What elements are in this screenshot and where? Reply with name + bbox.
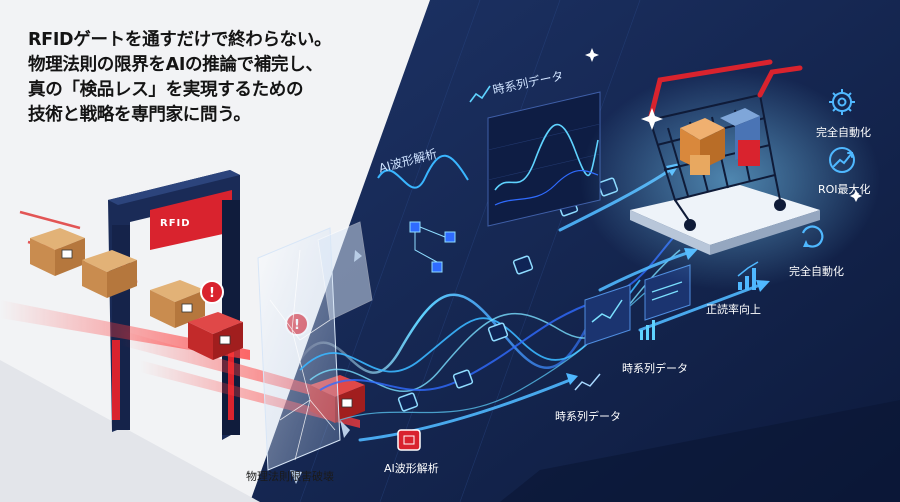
shopping-cart-icon xyxy=(647,59,803,231)
red-chip xyxy=(397,429,421,451)
shattering-glass-panel xyxy=(257,221,373,484)
alert-icon: ! xyxy=(200,280,224,304)
cycle-icon xyxy=(801,225,824,248)
sparkle-icon xyxy=(585,48,862,202)
gear-icon xyxy=(829,89,855,115)
growth-arrow-icon xyxy=(829,147,855,173)
bar-chart-icon xyxy=(737,261,759,290)
label-full-automation-1: 完全自動化 xyxy=(816,126,871,139)
headline-line: RFIDゲートを通すだけで終わらない。 xyxy=(28,30,332,50)
label-ai-waveform-bottom: AI波形解析 xyxy=(384,462,439,475)
gate-label: RFID xyxy=(160,218,191,229)
label-timeseries-mid: 時系列データ xyxy=(622,362,688,375)
headline-line: 技術と戦略を専門家に問う。 xyxy=(28,105,251,125)
label-read-rate-up: 正読率向上 xyxy=(706,303,761,316)
line-chart-icon xyxy=(469,85,491,103)
ai-waveform-panel xyxy=(377,154,469,273)
growth-arrow-icon xyxy=(574,373,601,391)
label-physics-break: 物理法則限害破壊 xyxy=(246,470,334,483)
headline-line: 物理法則の限界をAIの推論で補完し、 xyxy=(28,55,323,75)
label-timeseries-bottom: 時系列データ xyxy=(555,410,621,423)
svg-text:!: ! xyxy=(209,286,215,301)
label-full-automation-2: 完全自動化 xyxy=(789,265,844,278)
headline-line: 真の「検品レス」を実現するための xyxy=(28,80,304,100)
headline: RFIDゲートを通すだけで終わらない。 物理法則の限界をAIの推論で補完し、 真… xyxy=(28,28,408,128)
label-roi-max: ROI最大化 xyxy=(818,183,871,196)
